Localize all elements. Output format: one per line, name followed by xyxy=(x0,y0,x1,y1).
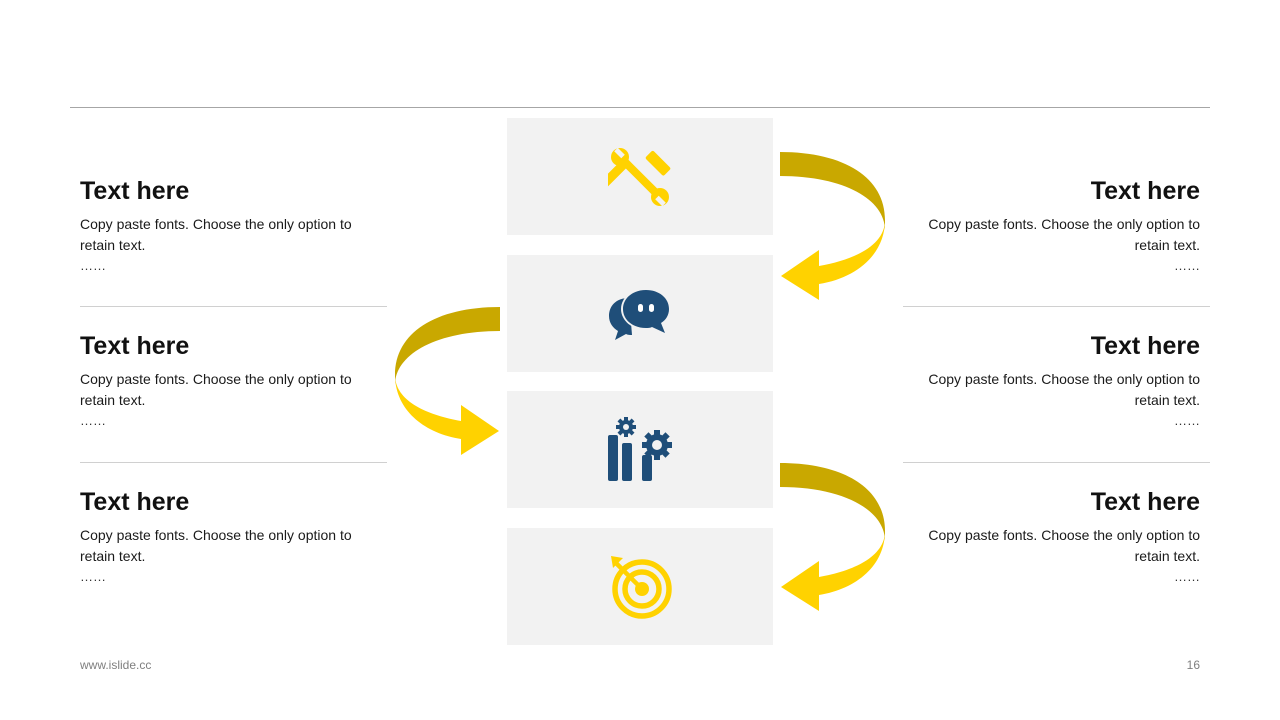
left-block-2-title: Text here xyxy=(80,332,190,360)
left-block-2-body: Copy paste fonts. Choose the only option… xyxy=(80,371,352,408)
left-block-3-dots: …… xyxy=(80,569,106,584)
curved-arrow-2 xyxy=(395,307,500,455)
chat-bubbles-icon xyxy=(609,287,671,340)
step-box-2 xyxy=(507,255,773,372)
right-block-1-body: Copy paste fonts. Choose the only option… xyxy=(928,216,1200,253)
target-icon xyxy=(611,555,672,619)
right-divider-1 xyxy=(903,306,1210,307)
left-block-2-dots: …… xyxy=(80,413,106,428)
step-box-3 xyxy=(507,391,773,508)
right-block-3-title: Text here xyxy=(1090,488,1200,516)
top-rule xyxy=(70,107,1210,108)
left-block-2: Text here Copy paste fonts. Choose the o… xyxy=(80,331,380,431)
right-divider-2 xyxy=(903,462,1210,463)
chart-gears-icon xyxy=(608,416,672,481)
left-divider-2 xyxy=(80,462,387,463)
right-block-3-dots: …… xyxy=(1174,569,1200,584)
right-block-2-title: Text here xyxy=(1090,332,1200,360)
left-block-1-dots: …… xyxy=(80,258,106,273)
left-block-3-title: Text here xyxy=(80,488,190,516)
left-block-1: Text here Copy paste fonts. Choose the o… xyxy=(80,176,380,276)
right-block-2-body: Copy paste fonts. Choose the only option… xyxy=(928,371,1200,408)
right-block-1-title: Text here xyxy=(1090,177,1200,205)
right-block-2: Text here Copy paste fonts. Choose the o… xyxy=(900,331,1200,431)
right-block-1-dots: …… xyxy=(1174,258,1200,273)
right-block-1: Text here Copy paste fonts. Choose the o… xyxy=(900,176,1200,276)
right-block-3: Text here Copy paste fonts. Choose the o… xyxy=(900,487,1200,587)
left-block-1-body: Copy paste fonts. Choose the only option… xyxy=(80,216,352,253)
left-block-1-title: Text here xyxy=(80,177,190,205)
footer-website: www.islide.cc xyxy=(80,658,152,672)
curved-arrow-1 xyxy=(780,152,885,300)
right-block-3-body: Copy paste fonts. Choose the only option… xyxy=(928,527,1200,564)
left-block-3-body: Copy paste fonts. Choose the only option… xyxy=(80,527,352,564)
curved-arrow-3 xyxy=(780,463,885,611)
step-box-4 xyxy=(507,528,773,645)
left-divider-1 xyxy=(80,306,387,307)
left-block-3: Text here Copy paste fonts. Choose the o… xyxy=(80,487,380,587)
right-block-2-dots: …… xyxy=(1174,413,1200,428)
step-box-1 xyxy=(507,118,773,235)
tools-icon xyxy=(608,147,671,206)
page-number: 16 xyxy=(1186,658,1200,672)
